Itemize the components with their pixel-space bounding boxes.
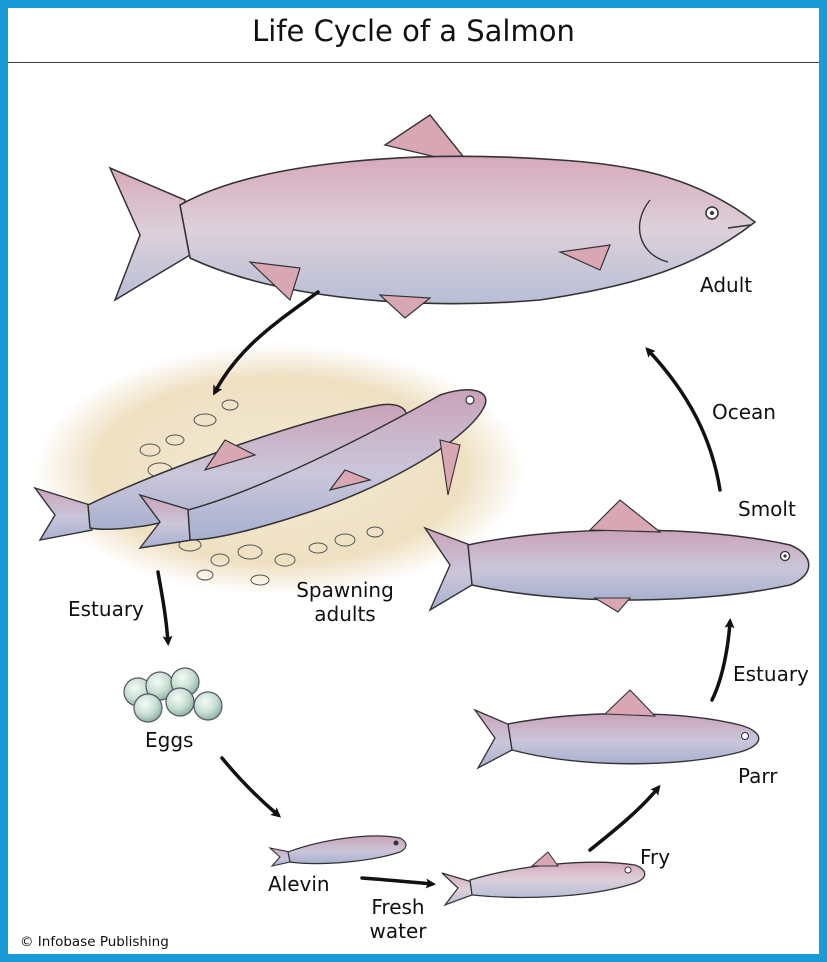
arrow-fry-to-parr: [590, 788, 658, 850]
arrow-spawning-to-eggs: [158, 572, 168, 642]
label-spawning-line2: adults: [290, 602, 400, 626]
label-eggs: Eggs: [145, 728, 193, 752]
arrow-alevin-to-fry: [362, 878, 432, 884]
label-estuary-left: Estuary: [68, 597, 144, 621]
parr-fish: [475, 690, 759, 768]
label-fresh-water: Fresh water: [358, 895, 438, 943]
label-fresh-line1: Fresh: [358, 895, 438, 919]
label-fresh-line2: water: [358, 919, 438, 943]
label-alevin: Alevin: [268, 872, 330, 896]
arrow-eggs-to-alevin: [222, 758, 278, 815]
credit-line: © Infobase Publishing: [20, 934, 169, 950]
label-spawning-line1: Spawning: [290, 578, 400, 602]
arrow-parr-to-smolt: [712, 622, 730, 700]
label-estuary-right: Estuary: [733, 662, 809, 686]
adult-fish: [110, 115, 755, 318]
label-spawning-adults: Spawning adults: [290, 578, 400, 626]
label-parr: Parr: [738, 764, 778, 788]
label-adult: Adult: [700, 273, 752, 297]
alevin-fish: [270, 836, 406, 866]
arrow-smolt-to-adult: [648, 350, 720, 490]
egg-cluster: [124, 668, 222, 722]
label-ocean: Ocean: [712, 400, 776, 424]
fry-fish: [442, 852, 645, 905]
label-fry: Fry: [640, 845, 670, 869]
label-smolt: Smolt: [738, 497, 796, 521]
